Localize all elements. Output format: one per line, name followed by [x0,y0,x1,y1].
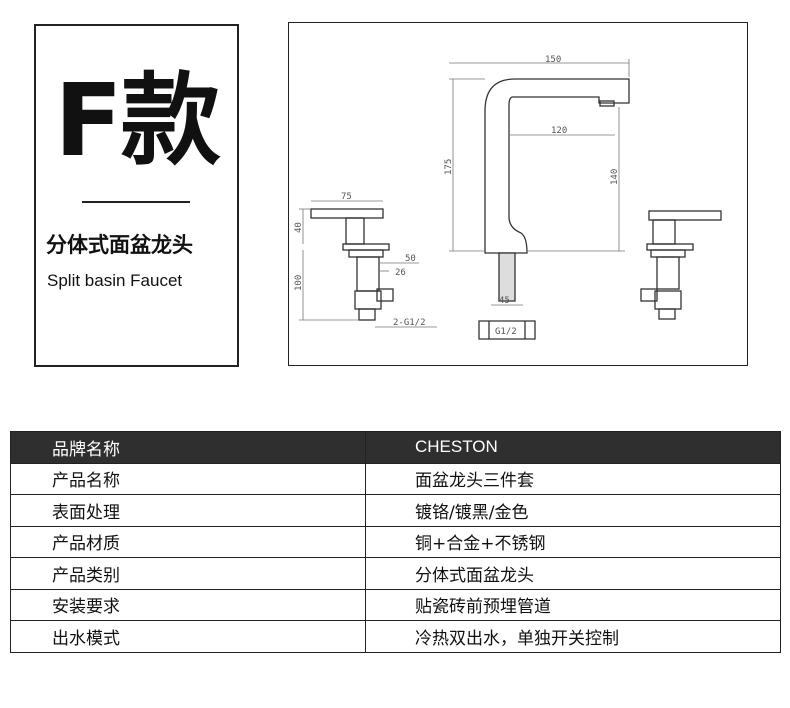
spec-label: 出水模式 [10,620,366,653]
product-name-en: Split basin Faucet [47,271,183,290]
dim-75: 75 [341,192,352,202]
spec-label: 安装要求 [10,588,366,621]
technical-drawing: 150 120 175 140 75 40 50 26 100 45 2-G1/… [288,22,748,366]
faucet-drawing: 150 120 175 140 75 40 50 26 100 45 2-G1/… [294,55,722,340]
model-title: F款 [54,62,220,179]
dim-175: 175 [444,159,454,175]
title-divider [82,201,190,203]
spec-value: 铜+合金+不锈钢 [365,525,781,558]
spec-row-installation: 安装要求 贴瓷砖前预埋管道 [10,588,781,621]
spec-row-product-name: 产品名称 面盆龙头三件套 [10,462,781,495]
dim-50: 50 [405,254,416,264]
spec-label: 表面处理 [10,494,366,527]
spec-label: 产品名称 [10,462,366,495]
spec-label: 品牌名称 [10,431,366,464]
dim-g1-2: G1/2 [495,327,517,337]
spec-row-brand: 品牌名称 CHESTON [10,431,781,464]
dim-150: 150 [545,55,561,65]
spec-value: 面盆龙头三件套 [365,462,781,495]
spec-value: 镀铬/镀黑/金色 [365,494,781,527]
dim-100: 100 [294,275,304,291]
spec-table: 品牌名称 CHESTON 产品名称 面盆龙头三件套 表面处理 镀铬/镀黑/金色 … [10,431,781,653]
dim-45: 45 [499,296,510,306]
dim-40: 40 [294,222,304,233]
spec-row-water-mode: 出水模式 冷热双出水，单独开关控制 [10,620,781,653]
dim-26: 26 [395,268,406,278]
spec-value: 冷热双出水，单独开关控制 [365,620,781,653]
dim-2-g1-2: 2-G1/2 [393,318,426,328]
spec-row-finish: 表面处理 镀铬/镀黑/金色 [10,494,781,527]
spec-label: 产品类别 [10,557,366,590]
spec-value: CHESTON [365,431,781,464]
spec-row-category: 产品类别 分体式面盆龙头 [10,557,781,590]
product-name-cn: 分体式面盆龙头 [46,233,193,257]
dim-120: 120 [551,126,567,136]
spec-row-material: 产品材质 铜+合金+不锈钢 [10,525,781,558]
spec-label: 产品材质 [10,525,366,558]
dim-140: 140 [610,169,620,185]
spec-value: 贴瓷砖前预埋管道 [365,588,781,621]
spec-value: 分体式面盆龙头 [365,557,781,590]
model-title-panel: F款 分体式面盆龙头 Split basin Faucet [34,24,239,367]
